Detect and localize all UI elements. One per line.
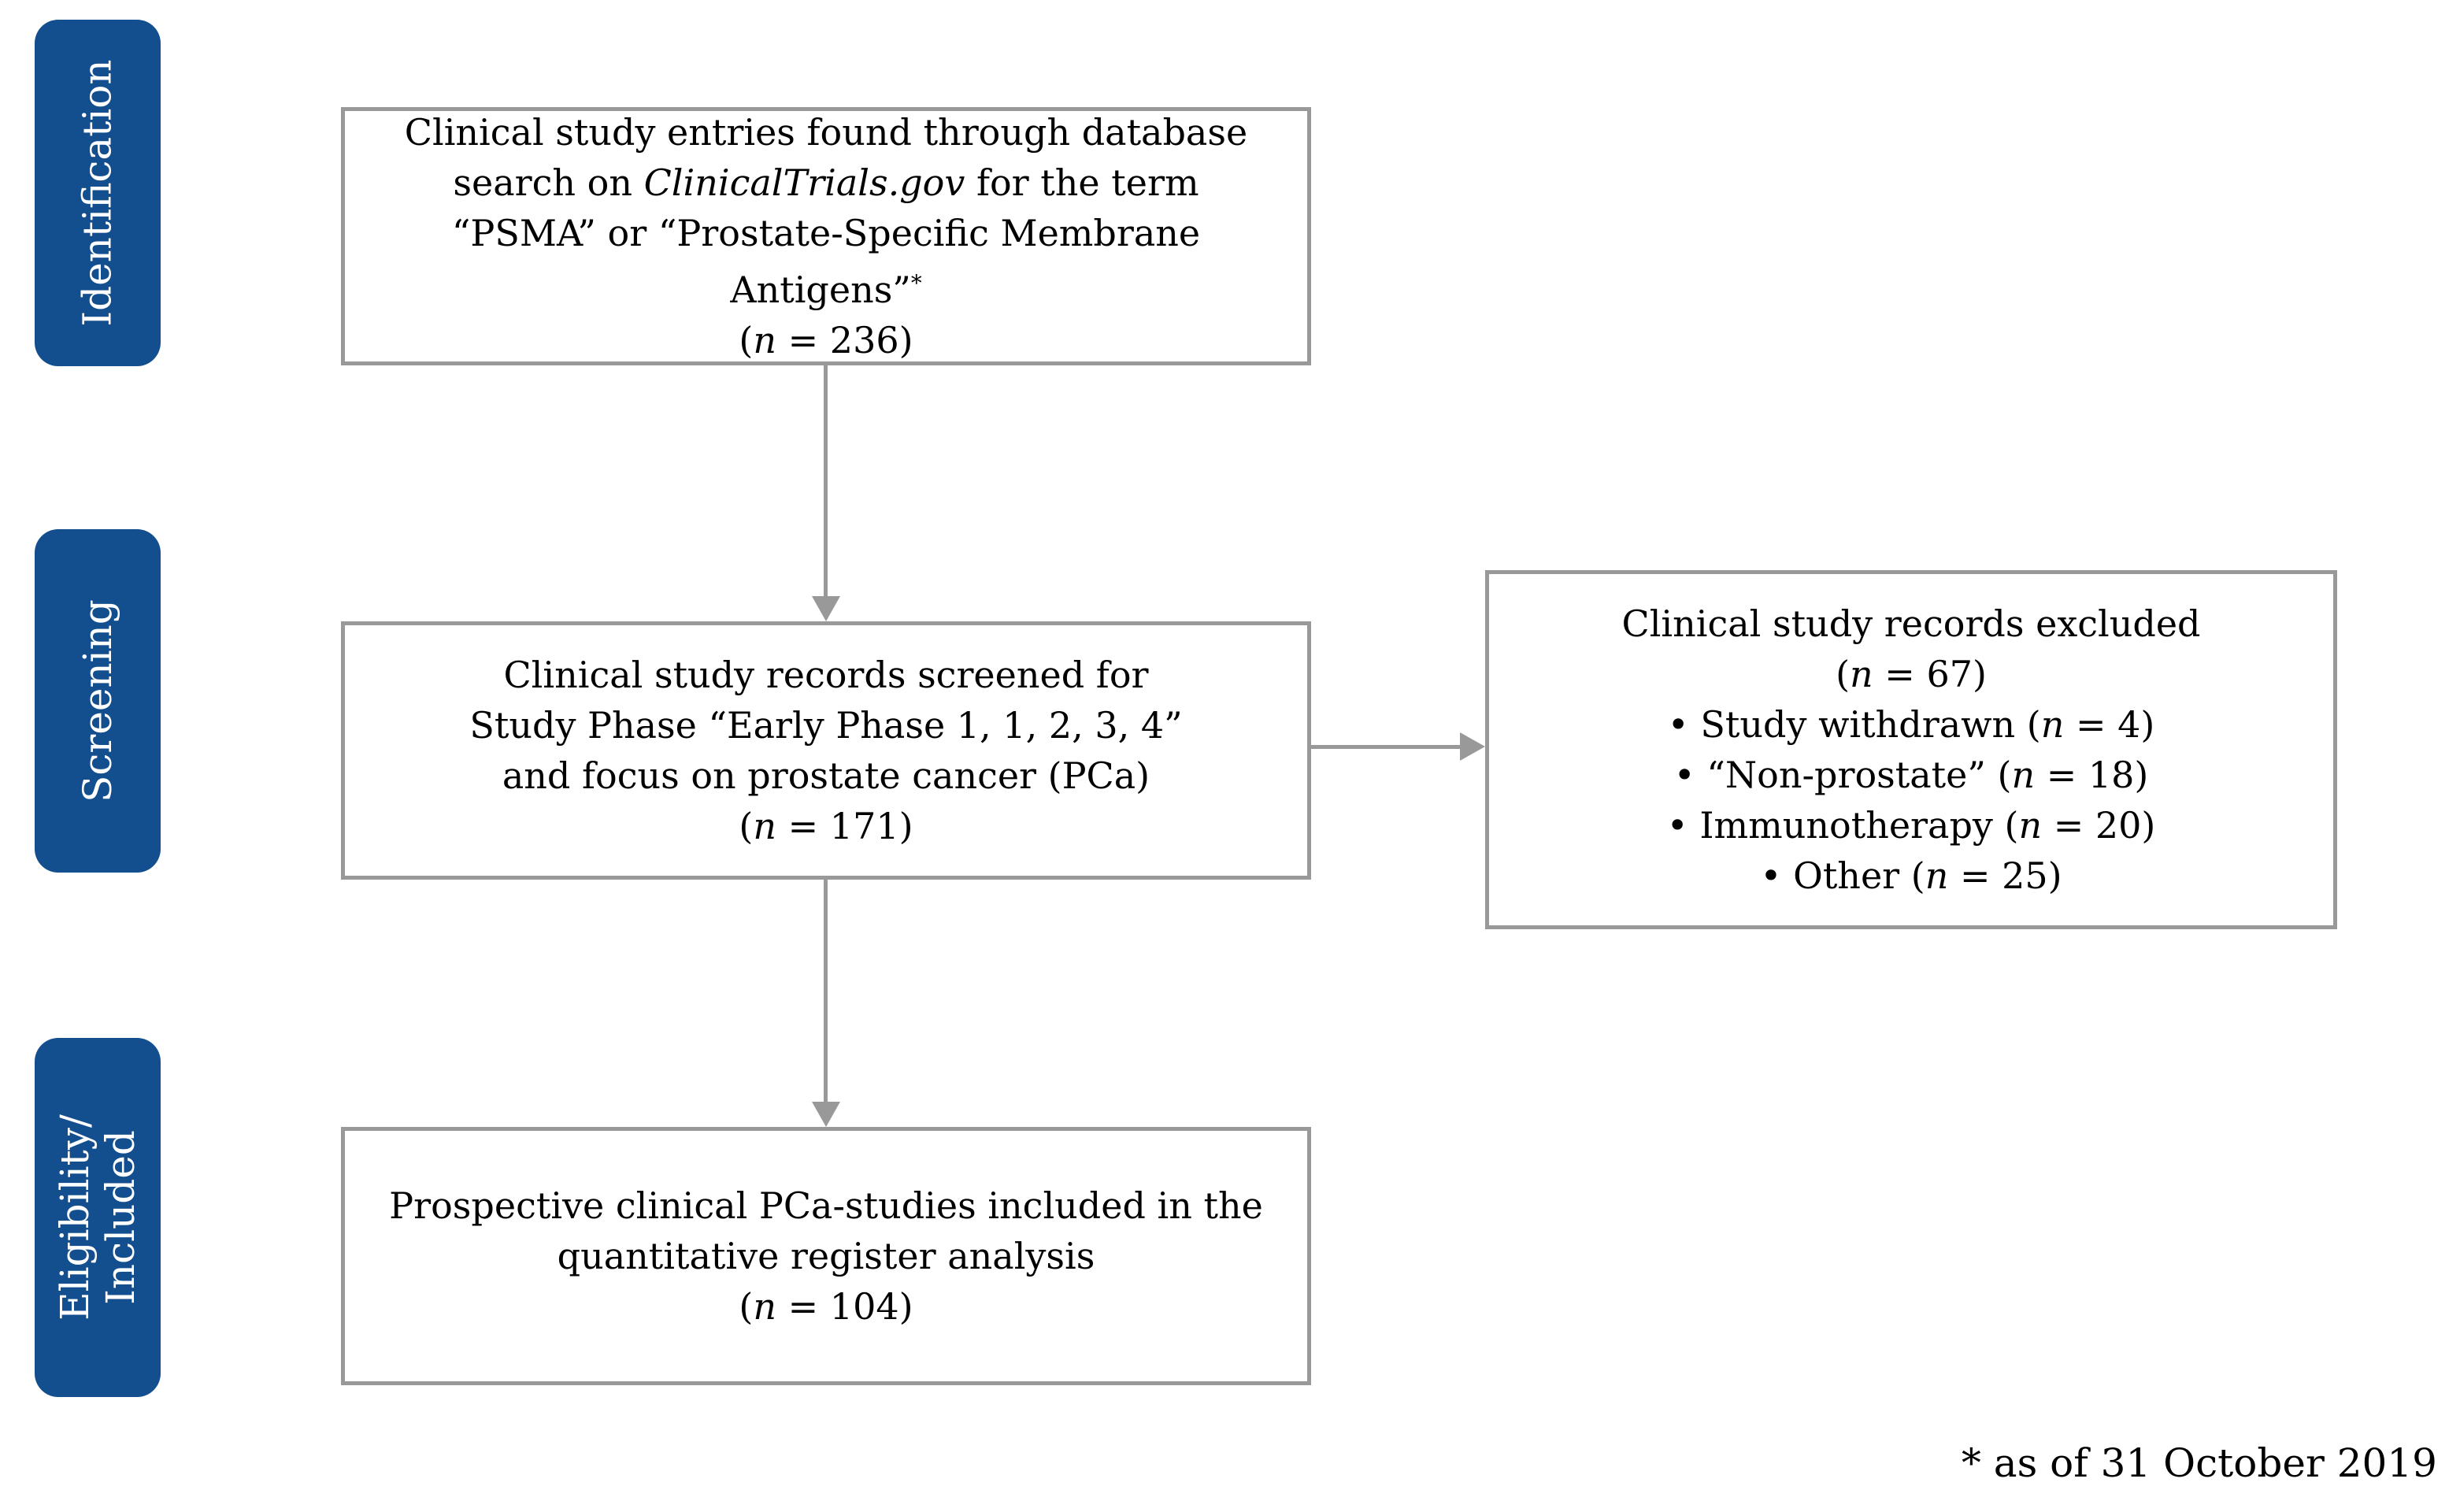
- stage-label-line: Eligibility/: [52, 1114, 98, 1321]
- stage-label-screening: Screening: [75, 599, 120, 802]
- box-text-line: • “Non-prostate” (n = 18): [1673, 754, 2149, 796]
- box-included: Prospective clinical PCa-studies include…: [341, 1127, 1311, 1385]
- stage-label-eligibility-included: Eligibility/ Included: [52, 1114, 143, 1321]
- stage-label-identification: Identification: [75, 59, 120, 326]
- arrow-down-screening-to-included-line: [824, 880, 828, 1102]
- box-text-line: Clinical study records excluded: [1621, 602, 2201, 645]
- box-identification: Clinical study entries found through dat…: [341, 107, 1311, 365]
- box-text-line: “PSMA” or “Prostate-Specific Membrane: [451, 211, 1201, 254]
- arrow-down-identification-to-screening-head: [812, 596, 840, 621]
- arrow-down-identification-to-screening-line: [824, 365, 828, 596]
- stage-pill-screening: Screening: [35, 529, 161, 873]
- box-text-line: • Other (n = 25): [1760, 854, 2062, 897]
- arrow-right-screening-to-excluded-line: [1311, 745, 1460, 749]
- stage-label-line: Identification: [75, 59, 120, 327]
- box-text-line: Prospective clinical PCa-studies include…: [389, 1184, 1263, 1227]
- arrow-right-screening-to-excluded-head: [1460, 732, 1485, 761]
- stage-pill-eligibility-included: Eligibility/ Included: [35, 1038, 161, 1397]
- box-text-line: (n = 104): [739, 1285, 913, 1328]
- box-screening: Clinical study records screened for Stud…: [341, 621, 1311, 880]
- arrow-down-screening-to-included-head: [812, 1102, 840, 1127]
- footnote-asterisk: * as of 31 October 2019: [1961, 1440, 2437, 1486]
- stage-label-line: Included: [98, 1130, 143, 1305]
- box-text-line: search on ClinicalTrials.gov for the ter…: [453, 161, 1199, 204]
- box-text-line: and focus on prostate cancer (PCa): [502, 754, 1150, 797]
- box-text-line: quantitative register analysis: [557, 1235, 1095, 1277]
- box-text-line: • Study withdrawn (n = 4): [1667, 703, 2155, 746]
- box-text-line: Study Phase “Early Phase 1, 1, 2, 3, 4”: [469, 704, 1183, 747]
- stage-label-line: Screening: [75, 599, 120, 802]
- box-text-line: Antigens”*: [730, 269, 922, 312]
- box-text-line: (n = 67): [1836, 653, 1987, 695]
- box-text-line: Clinical study entries found through dat…: [404, 110, 1248, 154]
- box-text-line: • Immunotherapy (n = 20): [1666, 804, 2156, 847]
- box-excluded: Clinical study records excluded (n = 67)…: [1485, 570, 2337, 929]
- box-text-line: Clinical study records screened for: [503, 654, 1149, 696]
- box-text-line: (n = 236): [739, 319, 913, 362]
- box-text-line: (n = 171): [739, 805, 913, 847]
- stage-pill-identification: Identification: [35, 20, 161, 366]
